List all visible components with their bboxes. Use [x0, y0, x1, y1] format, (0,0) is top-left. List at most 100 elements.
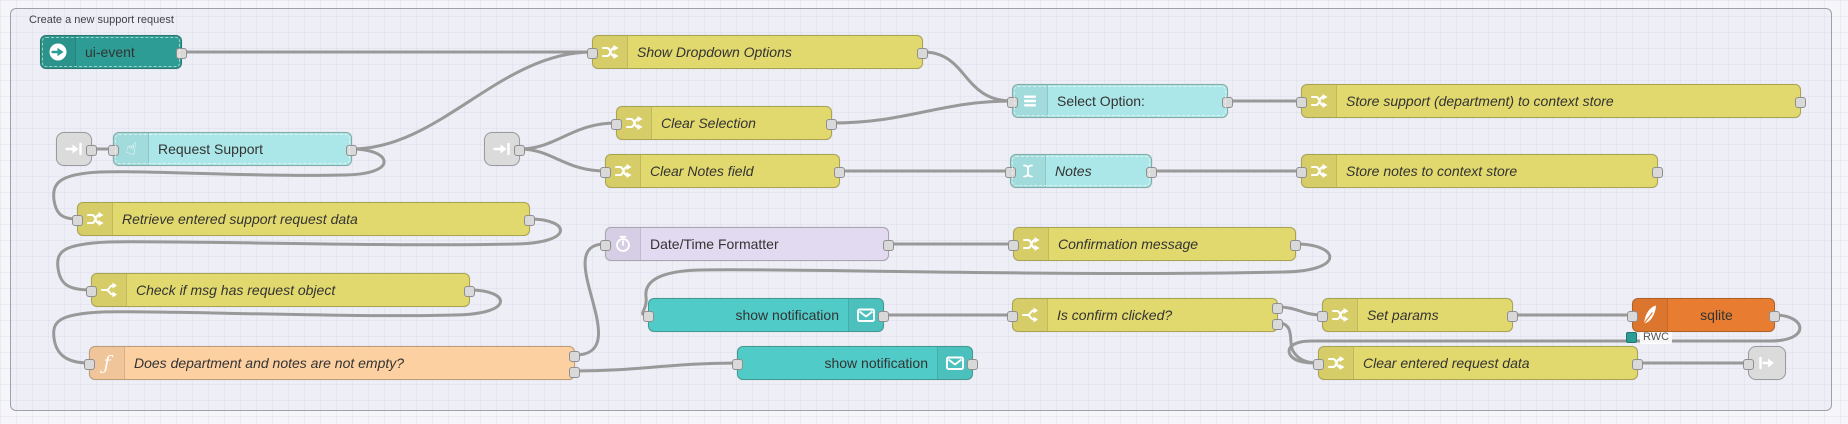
- node-label: Confirmation message: [1058, 236, 1199, 252]
- node-label: Set params: [1367, 307, 1439, 323]
- output-port[interactable]: [514, 144, 525, 156]
- input-port[interactable]: [611, 118, 622, 130]
- input-port[interactable]: [732, 358, 743, 370]
- input-port[interactable]: [643, 310, 654, 322]
- input-port[interactable]: [1007, 310, 1018, 322]
- node-show-dropdown[interactable]: Show Dropdown Options: [587, 35, 928, 69]
- node-clear-entered[interactable]: Clear entered request data: [1313, 346, 1643, 380]
- feather-icon: [1633, 299, 1668, 331]
- input-port[interactable]: [86, 285, 97, 297]
- output-port[interactable]: [1769, 310, 1780, 322]
- node-link-out[interactable]: [1743, 346, 1786, 380]
- input-port[interactable]: [600, 166, 611, 178]
- input-port[interactable]: [1008, 239, 1019, 251]
- node-label: show notification: [824, 355, 928, 371]
- change-icon: [1302, 155, 1337, 187]
- input-port[interactable]: [84, 358, 95, 370]
- output-port[interactable]: [1146, 166, 1157, 178]
- output-port[interactable]: [569, 350, 580, 362]
- output-port[interactable]: [1272, 302, 1283, 314]
- input-port[interactable]: [600, 239, 611, 251]
- node-ui-event[interactable]: ui-event: [40, 35, 187, 69]
- node-link-in-2[interactable]: [484, 132, 525, 166]
- node-show-notification-2[interactable]: show notification: [732, 346, 978, 380]
- output-port[interactable]: [346, 144, 357, 156]
- wire-confirmation-to-show-notification-1[interactable]: [641, 242, 1332, 317]
- node-check-msg[interactable]: Check if msg has request object: [86, 273, 475, 307]
- wire-link-in-2-to-clear-selection[interactable]: [518, 121, 618, 151]
- output-port[interactable]: [883, 239, 894, 251]
- node-sqlite[interactable]: sqlite: [1627, 298, 1780, 332]
- node-request-support[interactable]: ☝Request Support: [108, 132, 357, 166]
- circle-arrow-icon: [41, 36, 76, 68]
- input-port[interactable]: [1313, 358, 1324, 370]
- status-square: [1626, 332, 1637, 343]
- node-notes[interactable]: Notes: [1005, 154, 1157, 188]
- input-port[interactable]: [1296, 96, 1307, 108]
- output-port[interactable]: [878, 310, 889, 322]
- change-icon: [1302, 85, 1337, 117]
- node-label: Select Option:: [1057, 93, 1145, 109]
- output-port[interactable]: [1290, 239, 1301, 251]
- node-store-support[interactable]: Store support (department) to context st…: [1296, 84, 1806, 118]
- input-port[interactable]: [1296, 166, 1307, 178]
- node-label: Store support (department) to context st…: [1346, 93, 1614, 109]
- output-port[interactable]: [1652, 166, 1663, 178]
- timer-icon: [606, 228, 641, 260]
- input-port[interactable]: [1007, 96, 1018, 108]
- input-port[interactable]: [1627, 310, 1638, 322]
- wire-sqlite-to-clear-entered[interactable]: [1287, 313, 1802, 365]
- input-port[interactable]: [72, 214, 83, 226]
- output-port[interactable]: [464, 285, 475, 297]
- output-port[interactable]: [1507, 310, 1518, 322]
- wire-request-support-to-retrieve[interactable]: [52, 147, 386, 221]
- output-port[interactable]: [834, 166, 845, 178]
- node-clear-notes[interactable]: Clear Notes field: [600, 154, 845, 188]
- output-port[interactable]: [569, 366, 580, 378]
- input-port[interactable]: [1743, 358, 1754, 370]
- node-is-confirm[interactable]: Is confirm clicked?: [1007, 298, 1283, 332]
- input-port[interactable]: [1005, 166, 1016, 178]
- wire-request-support-to-show-dropdown[interactable]: [350, 50, 594, 151]
- node-confirmation[interactable]: Confirmation message: [1008, 227, 1301, 261]
- wire-retrieve-to-check-msg[interactable]: [56, 217, 562, 292]
- wire-check-msg-to-does-dept[interactable]: [52, 288, 502, 365]
- wire-is-confirm-to-set-params[interactable]: [1276, 305, 1324, 317]
- change-icon: [593, 36, 628, 68]
- node-store-notes[interactable]: Store notes to context store: [1296, 154, 1663, 188]
- envelope-icon: [848, 299, 883, 331]
- output-port[interactable]: [86, 144, 97, 156]
- output-port[interactable]: [826, 118, 837, 130]
- wire-link-in-2-to-clear-notes[interactable]: [518, 147, 607, 173]
- wire-show-dropdown-to-select-option[interactable]: [921, 50, 1014, 103]
- change-icon: [606, 155, 641, 187]
- output-port[interactable]: [1272, 318, 1283, 330]
- output-port[interactable]: [524, 214, 535, 226]
- output-port[interactable]: [917, 47, 928, 59]
- input-port[interactable]: [587, 47, 598, 59]
- input-port[interactable]: [1317, 310, 1328, 322]
- output-port[interactable]: [1222, 96, 1233, 108]
- change-icon: [1014, 228, 1049, 260]
- node-link-in-1[interactable]: [56, 132, 97, 166]
- output-port[interactable]: [1632, 358, 1643, 370]
- node-set-params[interactable]: Set params: [1317, 298, 1518, 332]
- node-retrieve[interactable]: Retrieve entered support request data: [72, 202, 535, 236]
- sqlite-status: RWC: [1626, 331, 1673, 344]
- input-port[interactable]: [108, 144, 119, 156]
- node-show-notification-1[interactable]: show notification: [643, 298, 889, 332]
- output-port[interactable]: [1795, 96, 1806, 108]
- node-label: Clear entered request data: [1363, 355, 1530, 371]
- output-port[interactable]: [176, 47, 187, 59]
- node-datetime[interactable]: Date/Time Formatter: [600, 227, 894, 261]
- node-select-option[interactable]: Select Option:: [1007, 84, 1233, 118]
- output-port[interactable]: [967, 358, 978, 370]
- link-in-icon: [485, 133, 519, 165]
- wire-does-dept-to-show-notification-2[interactable]: [573, 361, 739, 373]
- node-clear-selection[interactable]: Clear Selection: [611, 106, 837, 140]
- wire-does-dept-to-datetime[interactable]: [573, 242, 607, 357]
- wire-clear-selection-to-select-option[interactable]: [830, 99, 1014, 125]
